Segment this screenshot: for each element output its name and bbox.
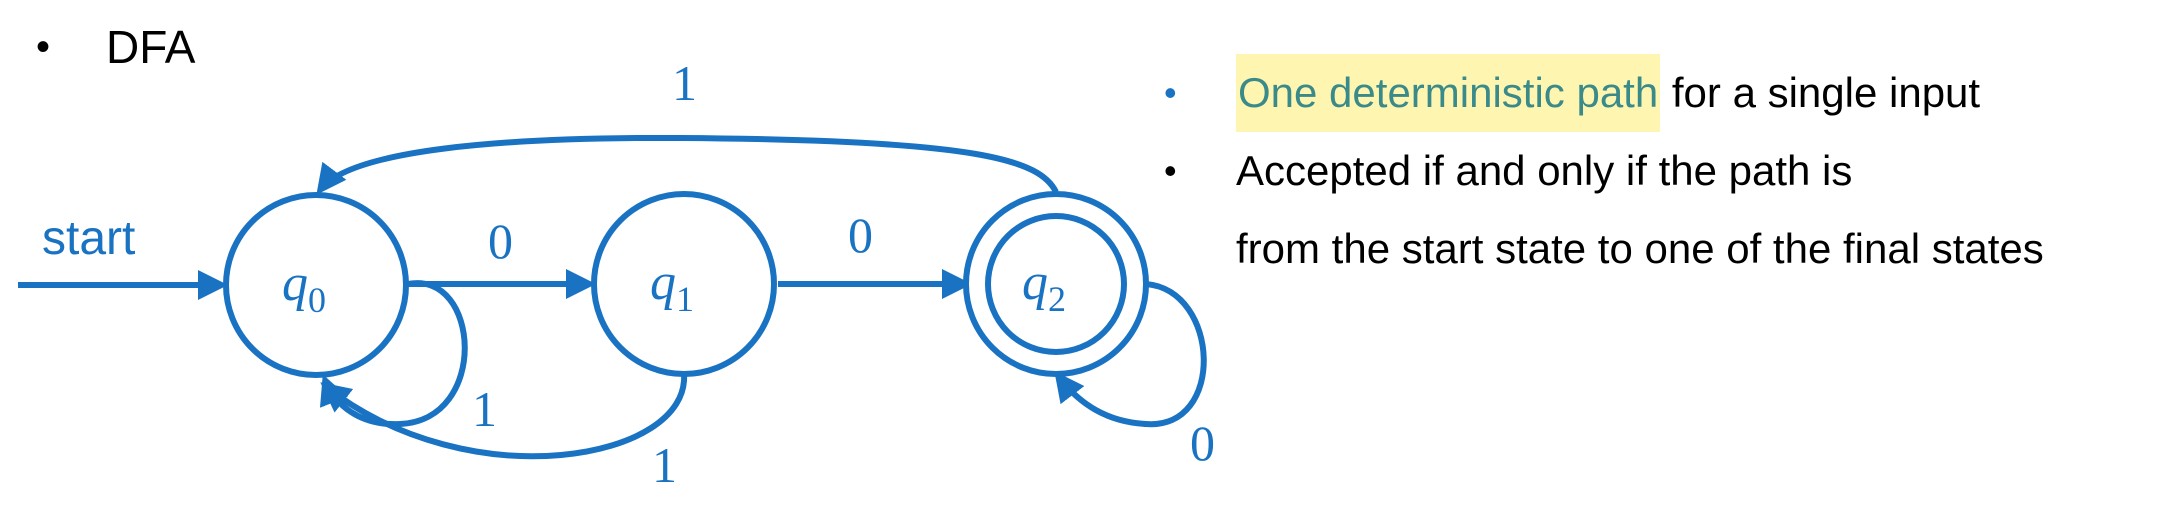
edge-q1-q0-label: 1 — [652, 437, 677, 493]
highlighted-phrase: One deterministic path — [1236, 54, 1661, 132]
start-label: start — [42, 212, 135, 265]
edge-q2-q0-label: 1 — [672, 55, 697, 111]
state-q1-sub: 1 — [676, 279, 694, 319]
edge-q1-q0 — [320, 373, 688, 460]
heading: • DFA — [36, 20, 195, 74]
heading-bullet: • — [36, 24, 51, 69]
notes: • One deterministic path for a single in… — [1160, 54, 2160, 288]
note-line-3: from the start state to one of the final… — [1160, 210, 2160, 288]
edge-q0-loop-label: 1 — [472, 381, 497, 437]
state-q2-name: q — [1022, 254, 1048, 311]
note-line-2-text: Accepted if and only if the path is — [1236, 147, 1853, 194]
note-line-2: • Accepted if and only if the path is — [1160, 132, 2160, 210]
state-q0-name: q — [282, 255, 308, 312]
state-q1: q1 — [591, 191, 777, 377]
edge-q1-q2-label: 0 — [848, 207, 873, 263]
note-line-1-rest: for a single input — [1660, 69, 1981, 116]
note-line-3-text: from the start state to one of the final… — [1236, 225, 2044, 272]
edge-q2-q0 — [316, 134, 1059, 195]
dfa-diagram: start 0 0 1 1 1 0 q0 q1 q2 — [18, 55, 1215, 493]
heading-text: DFA — [106, 21, 196, 73]
state-q0: q0 — [223, 192, 409, 378]
state-q2-sub: 2 — [1048, 279, 1066, 319]
state-q0-sub: 0 — [308, 280, 326, 320]
state-q2: q2 — [963, 191, 1149, 377]
note-bullet-2: • — [1164, 150, 1177, 191]
svg-text:q0: q0 — [282, 255, 326, 320]
svg-text:q1: q1 — [650, 254, 694, 319]
svg-text:q2: q2 — [1022, 254, 1066, 319]
edge-q0-q1-label: 0 — [488, 213, 513, 269]
state-q1-name: q — [650, 254, 676, 311]
note-line-1: • One deterministic path for a single in… — [1160, 54, 2160, 132]
note-bullet-1: • — [1164, 72, 1177, 113]
edge-q2-loop — [1054, 281, 1207, 428]
edge-q2-loop-label: 0 — [1190, 415, 1215, 471]
